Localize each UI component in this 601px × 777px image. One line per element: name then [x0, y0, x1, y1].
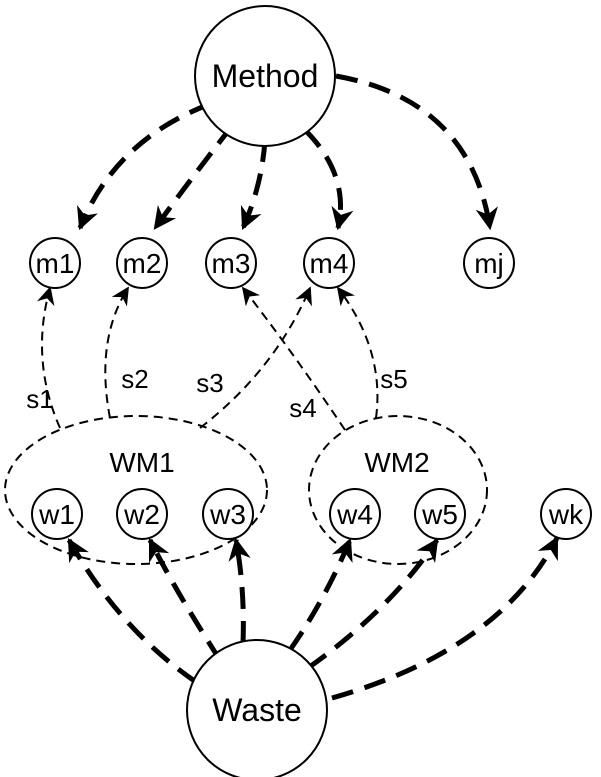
group-wm1-ellipse [4, 415, 268, 565]
edge-waste-w4 [287, 537, 353, 652]
node-w1: w1 [31, 488, 83, 540]
node-w1-label: w1 [38, 499, 75, 530]
edge-method-mj [335, 73, 498, 231]
group-wm2-label: WM2 [364, 447, 429, 478]
node-w4-label: w4 [336, 499, 373, 530]
node-m2: m2 [116, 237, 168, 289]
edge-label-s5: s5 [380, 364, 407, 394]
node-w4: w4 [329, 488, 381, 540]
node-wk: wk [540, 488, 592, 540]
node-method: Method [194, 5, 336, 147]
edge-s3 [199, 286, 312, 429]
edge-s1 [36, 286, 61, 429]
edge-waste-w5 [306, 538, 440, 671]
node-method-label: Method [212, 58, 319, 94]
node-m4: m4 [303, 237, 355, 289]
node-w3: w3 [202, 488, 254, 540]
node-w5-label: w5 [421, 499, 458, 530]
edge-label-s1: s1 [26, 384, 53, 414]
edge-method-m3 [240, 139, 268, 231]
edge-waste-w1 [66, 538, 198, 685]
edge-label-s2: s2 [121, 364, 148, 394]
edge-label-s4: s4 [289, 393, 316, 423]
edge-waste-wk [331, 535, 560, 701]
node-mj: mj [463, 237, 515, 289]
edge-label-s3: s3 [196, 368, 223, 398]
edge-method-m1 [77, 101, 211, 231]
node-w3-label: w3 [209, 499, 246, 530]
node-m3: m3 [205, 237, 257, 289]
node-m4-label: m4 [310, 248, 349, 279]
node-waste: Waste [186, 639, 328, 777]
edge-waste-w3 [228, 537, 251, 644]
edge-method-m4 [303, 128, 354, 231]
edge-s5 [336, 286, 379, 419]
group-wm2-ellipse [308, 415, 488, 565]
node-mj-label: mj [474, 248, 504, 279]
node-wk-label: wk [548, 499, 584, 530]
group-wm1-label: WM1 [109, 447, 174, 478]
edge-s2 [104, 286, 129, 419]
node-w2: w2 [116, 488, 168, 540]
node-w5: w5 [414, 488, 466, 540]
edge-waste-w2 [147, 537, 223, 662]
node-m1: m1 [29, 237, 81, 289]
node-m3-label: m3 [212, 248, 251, 279]
node-m1-label: m1 [36, 248, 75, 279]
edge-s4 [241, 286, 346, 431]
node-w2-label: w2 [123, 499, 160, 530]
node-m2-label: m2 [123, 248, 162, 279]
edge-method-m2 [152, 124, 234, 230]
node-waste-label: Waste [212, 692, 302, 728]
